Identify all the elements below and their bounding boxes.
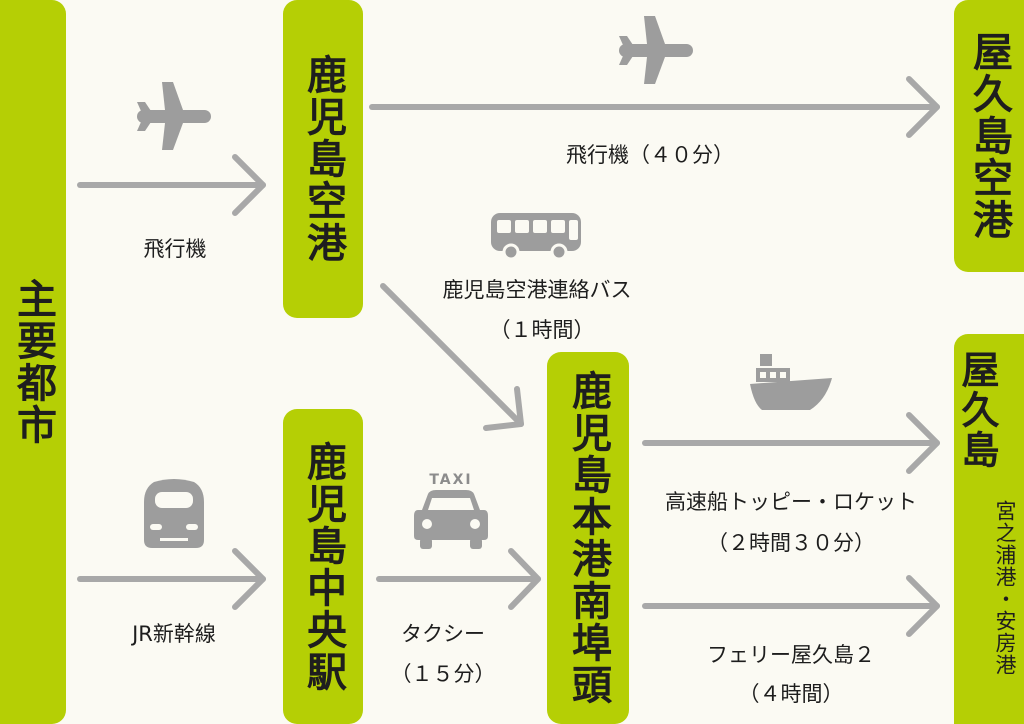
node-kagoshima-chuo-label: 鹿児島中央駅 bbox=[300, 440, 346, 693]
bus-icon bbox=[491, 213, 581, 261]
label-shinkansen: JR新幹線 bbox=[132, 622, 216, 646]
node-kagoshima-port: 鹿児島本港南埠頭 bbox=[547, 352, 629, 724]
node-kagoshima-airport: 鹿児島空港 bbox=[283, 0, 363, 318]
label-fast-boat-time: （２時間３０分） bbox=[707, 531, 875, 555]
arrow-origin-to-airport bbox=[77, 154, 266, 216]
node-yakushima-label: 屋久島 bbox=[955, 350, 999, 470]
ship-icon bbox=[750, 354, 832, 410]
node-yakushima-airport-label: 屋久島空港 bbox=[966, 31, 1012, 241]
node-yakushima: 屋久島 宮之浦港・安房港 bbox=[954, 334, 1024, 724]
label-taxi-name: タクシー bbox=[401, 622, 485, 646]
arrow-port-to-yakushima-ferry bbox=[642, 575, 940, 637]
airplane-icon bbox=[137, 82, 211, 150]
label-ferry-time: （４時間） bbox=[738, 682, 844, 706]
shinkansen-icon bbox=[144, 479, 204, 548]
node-kagoshima-airport-label: 鹿児島空港 bbox=[300, 54, 346, 264]
label-bus-time: （１時間） bbox=[489, 318, 595, 342]
node-yakushima-ports-label: 宮之浦港・安房港 bbox=[993, 500, 1017, 676]
label-plane-to-airport: 飛行機 bbox=[143, 237, 207, 261]
arrow-airport-to-port bbox=[380, 283, 524, 431]
arrow-airport-to-yakushima-airport bbox=[369, 76, 940, 138]
label-taxi-time: （１５分） bbox=[390, 662, 496, 686]
arrow-origin-to-chuo bbox=[77, 548, 266, 610]
label-ferry-name: フェリー屋久島２ bbox=[707, 643, 875, 667]
taxi-icon: TAXI bbox=[412, 472, 490, 554]
node-origin: 主要都市 bbox=[0, 0, 66, 724]
node-origin-label: 主要都市 bbox=[10, 278, 56, 446]
label-plane-to-yakushima: 飛行機（４０分） bbox=[566, 143, 734, 167]
taxi-sign-text: TAXI bbox=[429, 472, 473, 488]
arrow-port-to-yakushima-fast-boat bbox=[642, 412, 940, 474]
node-kagoshima-port-label: 鹿児島本港南埠頭 bbox=[565, 370, 611, 706]
node-yakushima-airport: 屋久島空港 bbox=[954, 0, 1024, 272]
arrow-chuo-to-port bbox=[376, 548, 541, 610]
airplane-icon-2 bbox=[619, 16, 693, 84]
node-kagoshima-chuo: 鹿児島中央駅 bbox=[283, 409, 363, 724]
label-bus-name: 鹿児島空港連絡バス bbox=[442, 278, 632, 302]
label-fast-boat-name: 高速船トッピー・ロケット bbox=[665, 490, 917, 514]
